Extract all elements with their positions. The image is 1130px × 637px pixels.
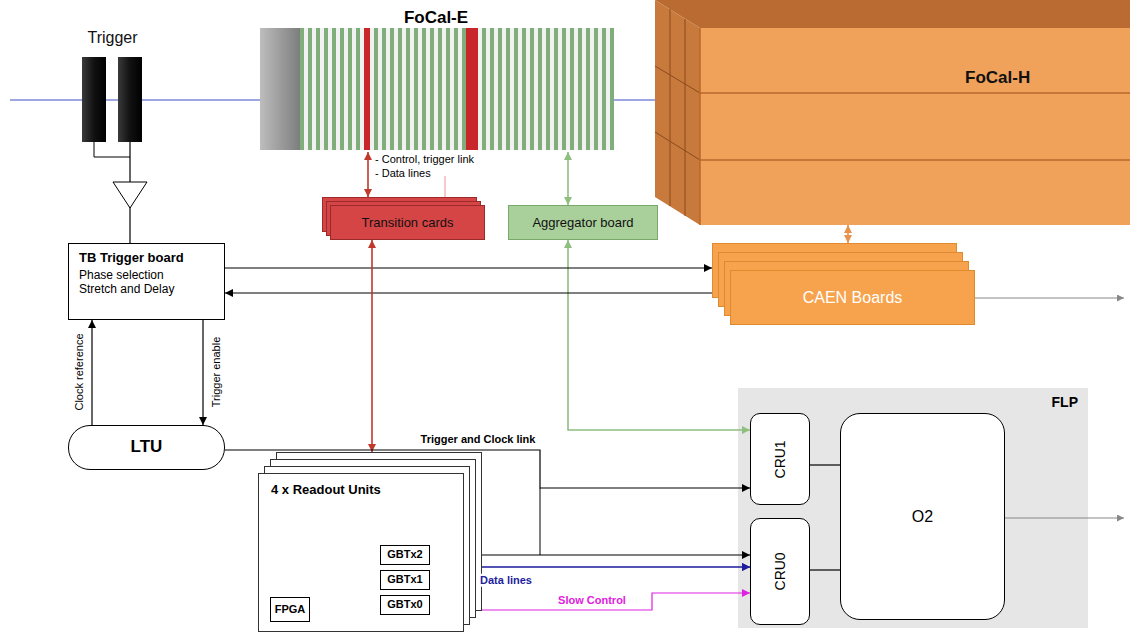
node-title: CAEN Boards [803,288,903,307]
fpga-chip: FPGA [270,597,310,622]
connector [847,225,849,243]
trigger-scintillator [82,57,106,142]
focal-e-detector: FoCal-E [258,4,614,152]
caen-boards: CAEN Boards [712,243,975,325]
connector [567,152,569,205]
flp-panel [738,388,1088,628]
connector [810,569,840,570]
focal-e-stack [260,28,614,150]
front-board: Transition cards [330,205,485,240]
connector [225,292,712,293]
node-title: FoCal-E [258,8,614,28]
connector [225,267,712,268]
data-line-wire [444,176,446,197]
node-title: CRU0 [772,552,789,590]
annotation-label: - Data lines [375,167,431,180]
cru-card: CRU1 [750,413,810,505]
gbtx-chip: GBTx2 [380,545,430,565]
trigger-wire [94,142,130,157]
o2-computer: O2 [840,413,1005,620]
connector [371,240,373,452]
gbtx-chip: GBTx1 [380,570,430,590]
node-title: Aggregator board [532,215,633,231]
trigger-branch-wire [540,488,541,555]
edge-label: Trigger and Clock link [419,433,538,446]
annotation-label: - Control, trigger link [375,153,474,166]
ltu-unit: LTU [68,425,225,470]
connector [810,464,840,465]
connector [367,152,369,197]
node-title: GBTx0 [387,598,422,611]
front-board: CAEN Boards [730,270,975,325]
connector [202,320,203,425]
edge-label: Slow Control [556,594,628,607]
edge-label: Trigger enable [210,335,223,410]
trigger-scintillator [118,57,142,142]
readout-units: 4 x Readout UnitsGBTx2GBTx1GBTx0 FPGA [258,452,482,632]
node-title: FPGA [275,603,306,616]
node-title: LTU [131,437,163,457]
output-arrow [975,298,1124,299]
node-title: Trigger [70,28,155,47]
connector [91,320,92,425]
node-title: TB Trigger board [79,250,214,266]
aggregator-board: Aggregator board [508,205,658,240]
node-title: FLP [1052,394,1078,411]
edge-label: Clock reference [73,331,86,412]
node-body: Phase selection Stretch and Delay [79,268,191,297]
node-title: GBTx1 [387,573,422,586]
node-title: Transition cards [362,215,454,231]
output-arrow [1005,518,1124,519]
trigger-board: TB Trigger boardPhase selection Stretch … [68,243,225,320]
flp-panel: FLP CRU1CRU0 O2 [738,388,1088,628]
node-title: GBTx2 [387,548,422,561]
cru-card: CRU0 [750,518,810,625]
transition-cards: Transition cards [322,197,485,240]
edge-label: Data lines [478,574,534,587]
node-title: 4 x Readout Units [271,482,381,498]
node-title: FoCal-H [965,68,1030,88]
node-title: O2 [912,507,933,526]
discriminator-triangle [113,182,147,208]
node-title: CRU1 [772,440,789,478]
focal-h-block [655,0,1130,225]
gbtx-chip: GBTx0 [380,595,430,615]
focal-h-detector: FoCal-H [700,0,1130,225]
trigger-detector: Trigger [70,28,155,142]
